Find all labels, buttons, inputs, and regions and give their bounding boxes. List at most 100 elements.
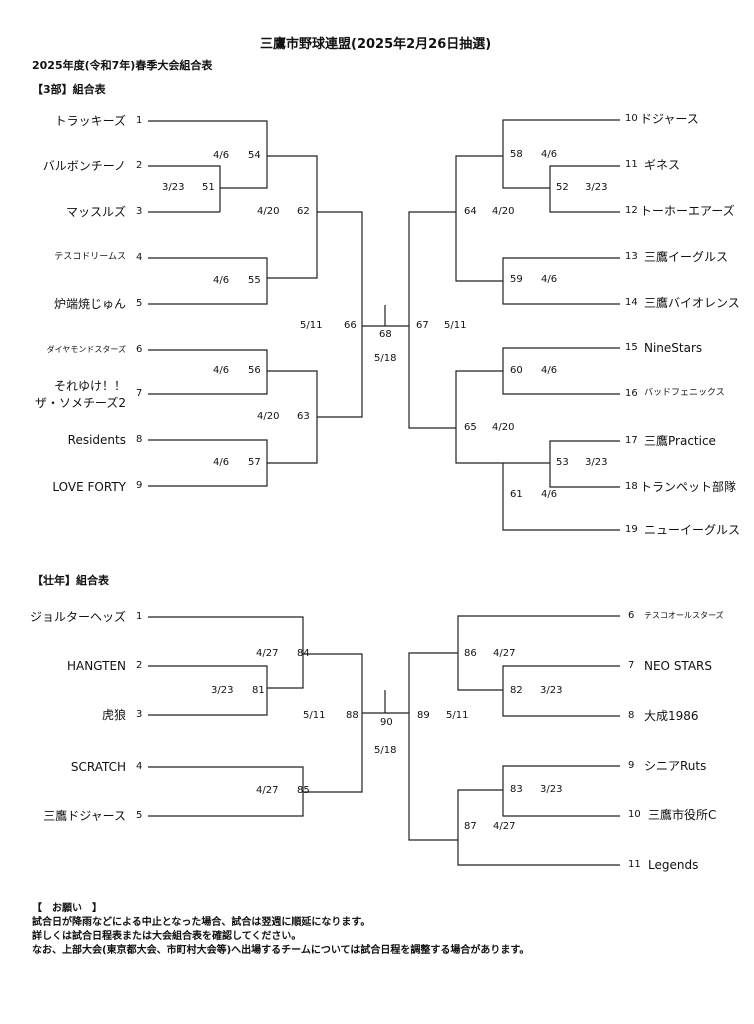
game-number: 66 bbox=[344, 320, 357, 331]
team-name: 三鷹ドジャース bbox=[43, 809, 126, 823]
game-number: 62 bbox=[297, 206, 310, 217]
notice-heading: 【 お願い 】 bbox=[32, 903, 102, 914]
bracket-line-senior-right bbox=[408, 615, 620, 866]
team-seed: 14 bbox=[625, 297, 638, 308]
game-date: 4/20 bbox=[257, 411, 280, 422]
game-date: 5/11 bbox=[444, 320, 467, 331]
section-label-senior: 【壮年】組合表 bbox=[32, 574, 109, 587]
notice-line: 詳しくは試合日程表または大会組合表を確認してください。 bbox=[32, 931, 302, 942]
game-number: 60 bbox=[510, 365, 523, 376]
team-seed: 1 bbox=[136, 115, 143, 126]
team-name: 三鷹イーグルス bbox=[644, 250, 729, 264]
game-date: 3/23 bbox=[585, 182, 608, 193]
team-name: ダイヤモンドスターズ bbox=[46, 345, 126, 354]
team-seed: 7 bbox=[136, 388, 143, 399]
team-name: ニューイーグルス bbox=[644, 523, 741, 537]
game-date: 4/20 bbox=[492, 422, 515, 433]
game-date: 5/11 bbox=[303, 710, 326, 721]
bracket-line-div3-left bbox=[148, 120, 409, 487]
team-seed: 1 bbox=[136, 611, 143, 622]
team-name: 大成1986 bbox=[644, 709, 699, 723]
team-name: NEO STARS bbox=[644, 659, 712, 673]
game-date: 4/6 bbox=[213, 275, 230, 286]
team-seed: 10 bbox=[625, 113, 638, 124]
game-date: 4/6 bbox=[541, 274, 558, 285]
game-date: 4/6 bbox=[213, 365, 230, 376]
game-date: 4/20 bbox=[257, 206, 280, 217]
team-name-line1: それゆけ！！ bbox=[53, 379, 126, 393]
game-date: 4/27 bbox=[493, 821, 516, 832]
team-name: マッスルズ bbox=[65, 205, 126, 219]
team-seed: 6 bbox=[628, 610, 635, 621]
game-date: 4/27 bbox=[256, 785, 279, 796]
team-seed: 13 bbox=[625, 251, 638, 262]
game-date: 4/6 bbox=[541, 365, 558, 376]
game-date: 3/23 bbox=[162, 182, 185, 193]
game-number: 83 bbox=[510, 784, 523, 795]
team-seed: 8 bbox=[628, 710, 635, 721]
bracket-line-div3-right bbox=[384, 119, 620, 531]
game-date: 4/27 bbox=[493, 648, 516, 659]
team-name: トーホーエアーズ bbox=[640, 204, 735, 218]
game-number: 54 bbox=[248, 150, 261, 161]
game-number: 51 bbox=[202, 182, 215, 193]
game-number: 56 bbox=[248, 365, 261, 376]
team-name: ジョルターヘッズ bbox=[29, 610, 126, 624]
game-date: 5/18 bbox=[374, 353, 397, 364]
team-name: LOVE FORTY bbox=[52, 480, 126, 494]
game-number: 88 bbox=[346, 710, 359, 721]
team-name: 虎狼 bbox=[101, 708, 126, 722]
game-number: 55 bbox=[248, 275, 261, 286]
team-seed: 15 bbox=[625, 342, 638, 353]
game-date: 4/6 bbox=[541, 149, 558, 160]
game-date: 3/23 bbox=[540, 784, 563, 795]
team-name: バルボンチーノ bbox=[42, 159, 126, 173]
game-date: 5/11 bbox=[446, 710, 469, 721]
game-date: 3/23 bbox=[585, 457, 608, 468]
team-name: テスコオールスターズ bbox=[644, 611, 724, 620]
game-number: 90 bbox=[380, 717, 393, 728]
team-name: トラッキーズ bbox=[54, 114, 126, 128]
document-subtitle: 2025年度(令和7年)春季大会組合表 bbox=[32, 59, 213, 72]
game-number: 57 bbox=[248, 457, 261, 468]
game-number: 67 bbox=[416, 320, 429, 331]
team-seed: 16 bbox=[625, 388, 638, 399]
team-name: 三鷹Practice bbox=[644, 434, 716, 448]
game-number: 52 bbox=[556, 182, 569, 193]
game-number: 89 bbox=[417, 710, 430, 721]
game-number: 87 bbox=[464, 821, 477, 832]
game-date: 3/23 bbox=[540, 685, 563, 696]
section-label-div3: 【3部】組合表 bbox=[32, 83, 106, 96]
game-date: 4/6 bbox=[213, 150, 230, 161]
game-date: 3/23 bbox=[211, 685, 234, 696]
team-name: シニアRuts bbox=[644, 759, 707, 773]
game-number: 84 bbox=[297, 648, 310, 659]
game-date: 4/6 bbox=[213, 457, 230, 468]
team-name: テスコドリームス bbox=[54, 252, 126, 262]
game-number: 85 bbox=[297, 785, 310, 796]
game-date: 5/11 bbox=[300, 320, 323, 331]
game-date: 5/18 bbox=[374, 745, 397, 756]
team-seed: 9 bbox=[628, 760, 635, 771]
game-number: 86 bbox=[464, 648, 477, 659]
team-seed: 4 bbox=[136, 761, 143, 772]
team-name: 炉端焼じゅん bbox=[53, 297, 126, 311]
team-seed: 4 bbox=[136, 252, 143, 263]
team-seed: 17 bbox=[625, 435, 638, 446]
game-number: 82 bbox=[510, 685, 523, 696]
team-seed: 3 bbox=[136, 709, 143, 720]
game-number: 64 bbox=[464, 206, 477, 217]
game-number: 53 bbox=[556, 457, 569, 468]
team-name: ギネス bbox=[644, 158, 681, 172]
team-seed: 11 bbox=[628, 859, 641, 870]
team-seed: 3 bbox=[136, 206, 143, 217]
team-name: トランペット部隊 bbox=[640, 480, 737, 494]
team-seed: 12 bbox=[625, 205, 638, 216]
team-seed: 7 bbox=[628, 660, 635, 671]
team-seed: 2 bbox=[136, 160, 143, 171]
team-seed: 10 bbox=[628, 809, 641, 820]
game-date: 4/6 bbox=[541, 489, 558, 500]
team-name: HANGTEN bbox=[67, 659, 126, 673]
team-seed: 8 bbox=[136, 434, 143, 445]
